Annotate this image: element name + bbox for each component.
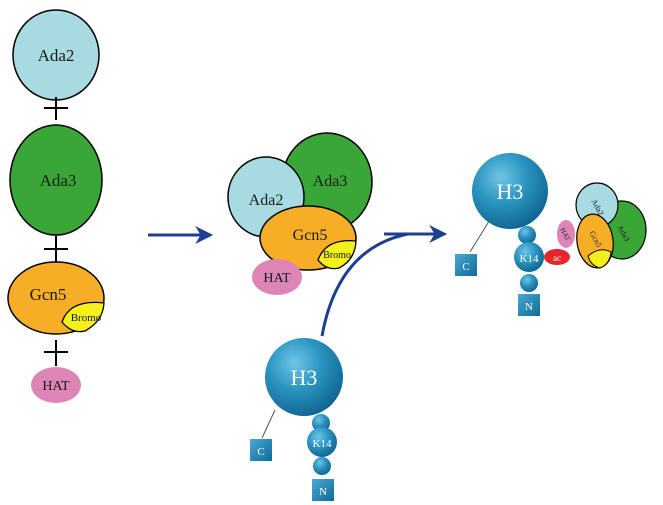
hat-subunit	[31, 367, 81, 403]
bromo-domain	[587, 249, 612, 269]
hat-subunit	[252, 259, 302, 295]
plus-sign	[44, 236, 68, 262]
hat-subunit	[557, 220, 575, 248]
ada3-label: Ada3	[313, 173, 348, 190]
c-terminus	[455, 254, 477, 276]
bromo-domain	[317, 239, 357, 270]
binding-arrow	[320, 232, 409, 337]
ada2-label: Ada2	[38, 46, 75, 65]
h3-core	[265, 338, 343, 416]
tail-bead	[518, 226, 536, 244]
n-terminus	[312, 479, 334, 501]
histone-h3-acetylated: H3 K14 C N ac	[455, 153, 570, 316]
c-terminus	[250, 439, 272, 461]
bromo-domain	[61, 301, 105, 333]
h3-core	[472, 153, 548, 229]
bound-complex: Ada3 Ada2 Gcn5 HAT	[557, 182, 647, 269]
ac-label: ac	[553, 253, 561, 263]
n-label: N	[319, 486, 327, 498]
assembled-complex: Ada3 Ada2 Gcn5 Bromo HAT	[227, 132, 373, 295]
hat-label: HAT	[42, 379, 70, 394]
ada3-label: Ada3	[40, 171, 77, 190]
gcn5-label: Gcn5	[30, 285, 67, 304]
plus-sign	[44, 97, 68, 120]
ada3-subunit	[9, 124, 103, 236]
histone-h3-free: H3 K14 C N	[250, 338, 343, 501]
k14-label: K14	[520, 253, 539, 265]
n-label: N	[525, 301, 533, 313]
subunit-column: Ada2 Ada3 Gcn5 Bromo HAT	[7, 9, 105, 403]
c-label: C	[257, 446, 264, 458]
c-label: C	[462, 261, 469, 273]
k14-bead	[307, 427, 337, 457]
bromo-label: Bromo	[323, 250, 351, 261]
k14-label: K14	[313, 438, 332, 450]
plus-sign	[44, 340, 68, 366]
n-terminus	[518, 294, 540, 316]
hat-label: HAT	[263, 271, 291, 286]
tail-bead	[520, 274, 538, 292]
ada2-label: Ada2	[249, 192, 284, 209]
h3-label: H3	[497, 179, 524, 204]
tail-bead	[313, 457, 331, 475]
bromo-label: Bromo	[71, 312, 102, 324]
gcn5-label: Gcn5	[293, 227, 328, 244]
acetyl-group	[544, 249, 570, 265]
k14-bead	[514, 242, 544, 272]
h3-label: H3	[291, 365, 318, 390]
